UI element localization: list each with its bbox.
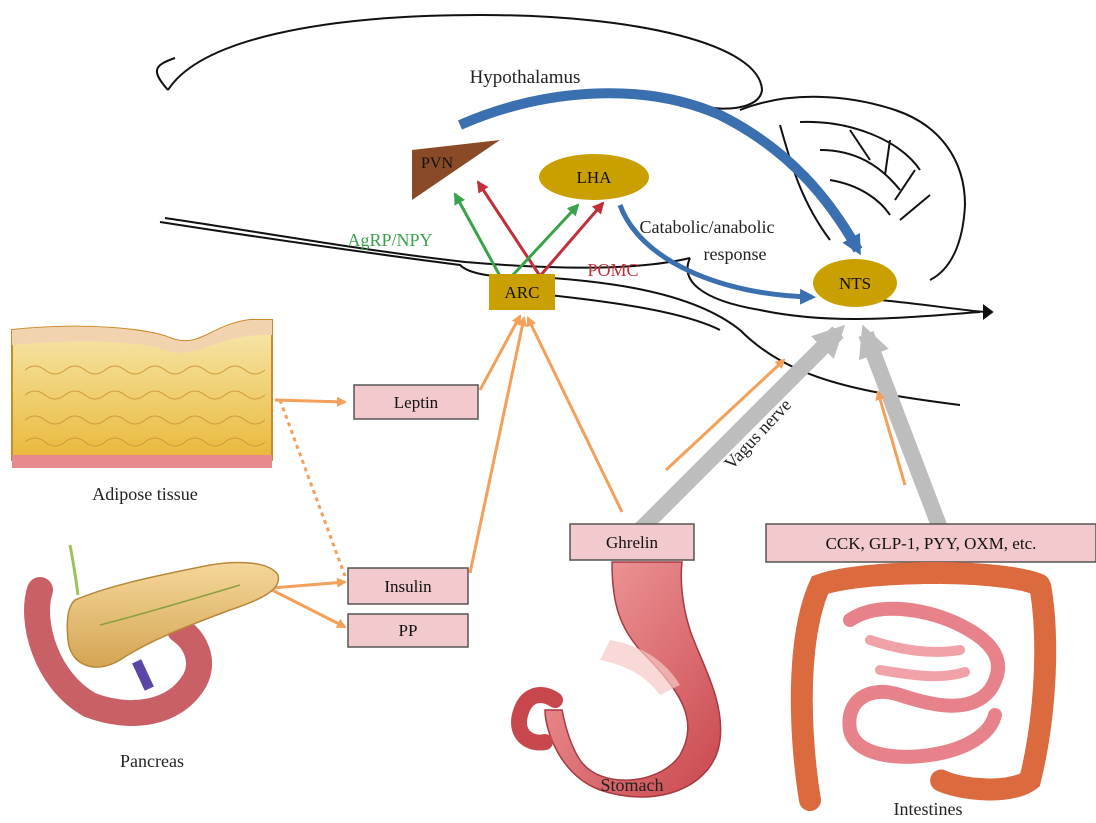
response-label-line2: response	[704, 244, 767, 264]
leptin-to-arc-arrow	[480, 316, 520, 390]
stomach-illustration	[519, 562, 721, 797]
arc-to-lha-green-arrow	[512, 205, 578, 276]
lha-label: LHA	[577, 168, 613, 187]
response-label-line1: Catabolic/anabolic	[640, 217, 775, 237]
pp-label: PP	[399, 621, 418, 640]
ghrelin-label: Ghrelin	[606, 533, 658, 552]
stomach-label: Stomach	[601, 775, 664, 795]
pancreas-label: Pancreas	[120, 751, 184, 771]
pvn-label: PVN	[421, 155, 453, 172]
nts-label: NTS	[839, 274, 871, 293]
adipose-to-leptin-arrow	[275, 400, 345, 402]
vagus-gray-arrow-left	[640, 332, 838, 530]
intestines-label: Intestines	[894, 799, 963, 819]
adipose-to-insulin-dotted	[280, 400, 345, 576]
intestines-illustration	[802, 573, 1045, 800]
arc-label: ARC	[505, 283, 540, 302]
pomc-label: POMC	[587, 260, 638, 280]
adipose-tissue-illustration	[12, 320, 272, 468]
agrp-npy-label: AgRP/NPY	[347, 230, 432, 250]
hypothalamus-label: Hypothalamus	[470, 67, 581, 88]
adipose-tissue-label: Adipose tissue	[92, 484, 198, 504]
pancreas-to-insulin-arrow	[272, 582, 345, 588]
pancreas-to-pp-arrow	[272, 590, 345, 627]
pancreas-illustration	[37, 545, 278, 713]
leptin-label: Leptin	[394, 393, 439, 412]
arc-to-pvn-red-arrow	[478, 182, 540, 276]
vagus-gray-arrow-right	[866, 334, 940, 528]
gut-hormones-label: CCK, GLP-1, PYY, OXM, etc.	[826, 534, 1037, 553]
ghrelin-to-arc-arrow	[528, 318, 622, 512]
insulin-label: Insulin	[384, 577, 432, 596]
